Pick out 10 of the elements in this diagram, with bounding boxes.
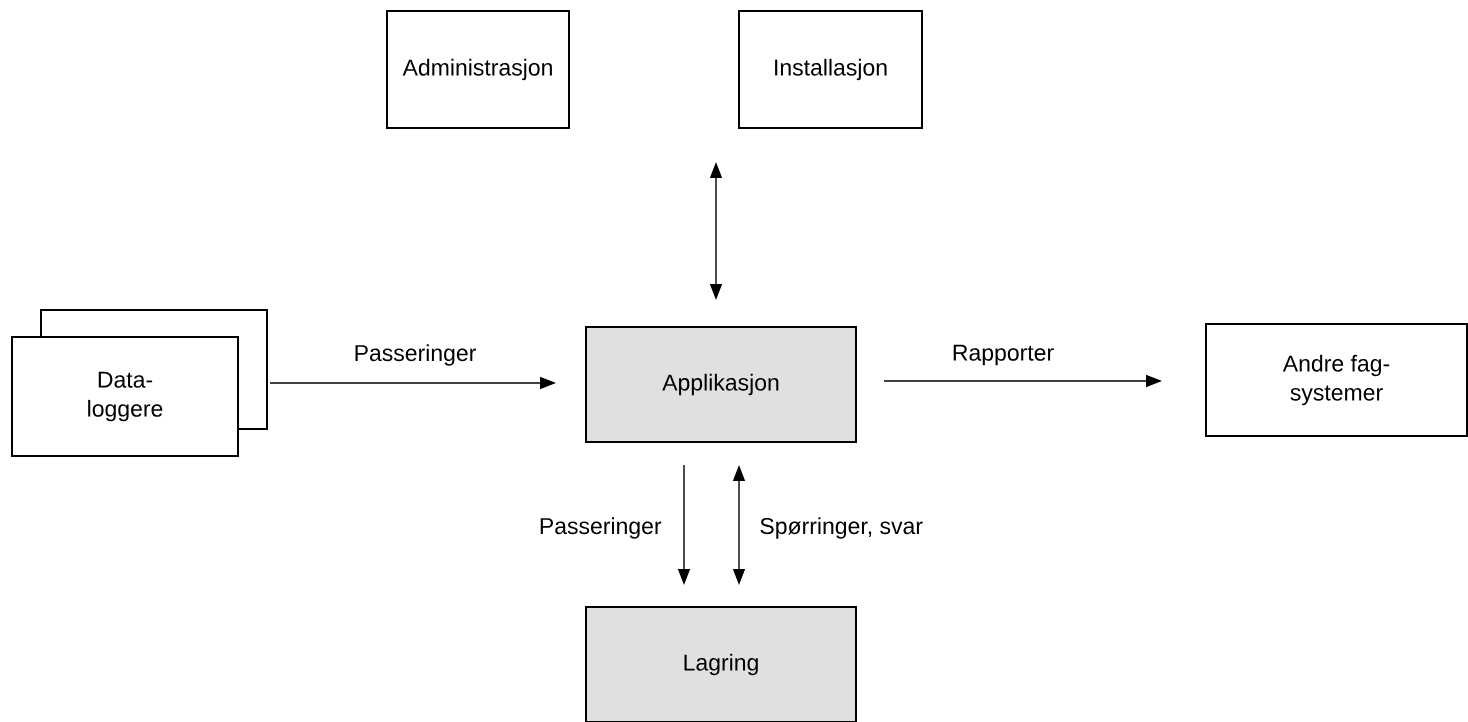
edge-label: Rapporter [949, 342, 1057, 368]
edge-label: Spørringer, svar [757, 515, 925, 541]
stacked-boxes: Data- loggere [11, 309, 268, 457]
process-box: Lagring [585, 606, 857, 722]
process-box: Administrasjon [386, 10, 570, 129]
process-box: Applikasjon [585, 326, 857, 443]
edge-label: Passeringer [536, 515, 664, 541]
process-box: Installasjon [738, 10, 923, 129]
process-box: Andre fag- systemer [1205, 323, 1468, 437]
edge-label: Passeringer [351, 342, 479, 368]
